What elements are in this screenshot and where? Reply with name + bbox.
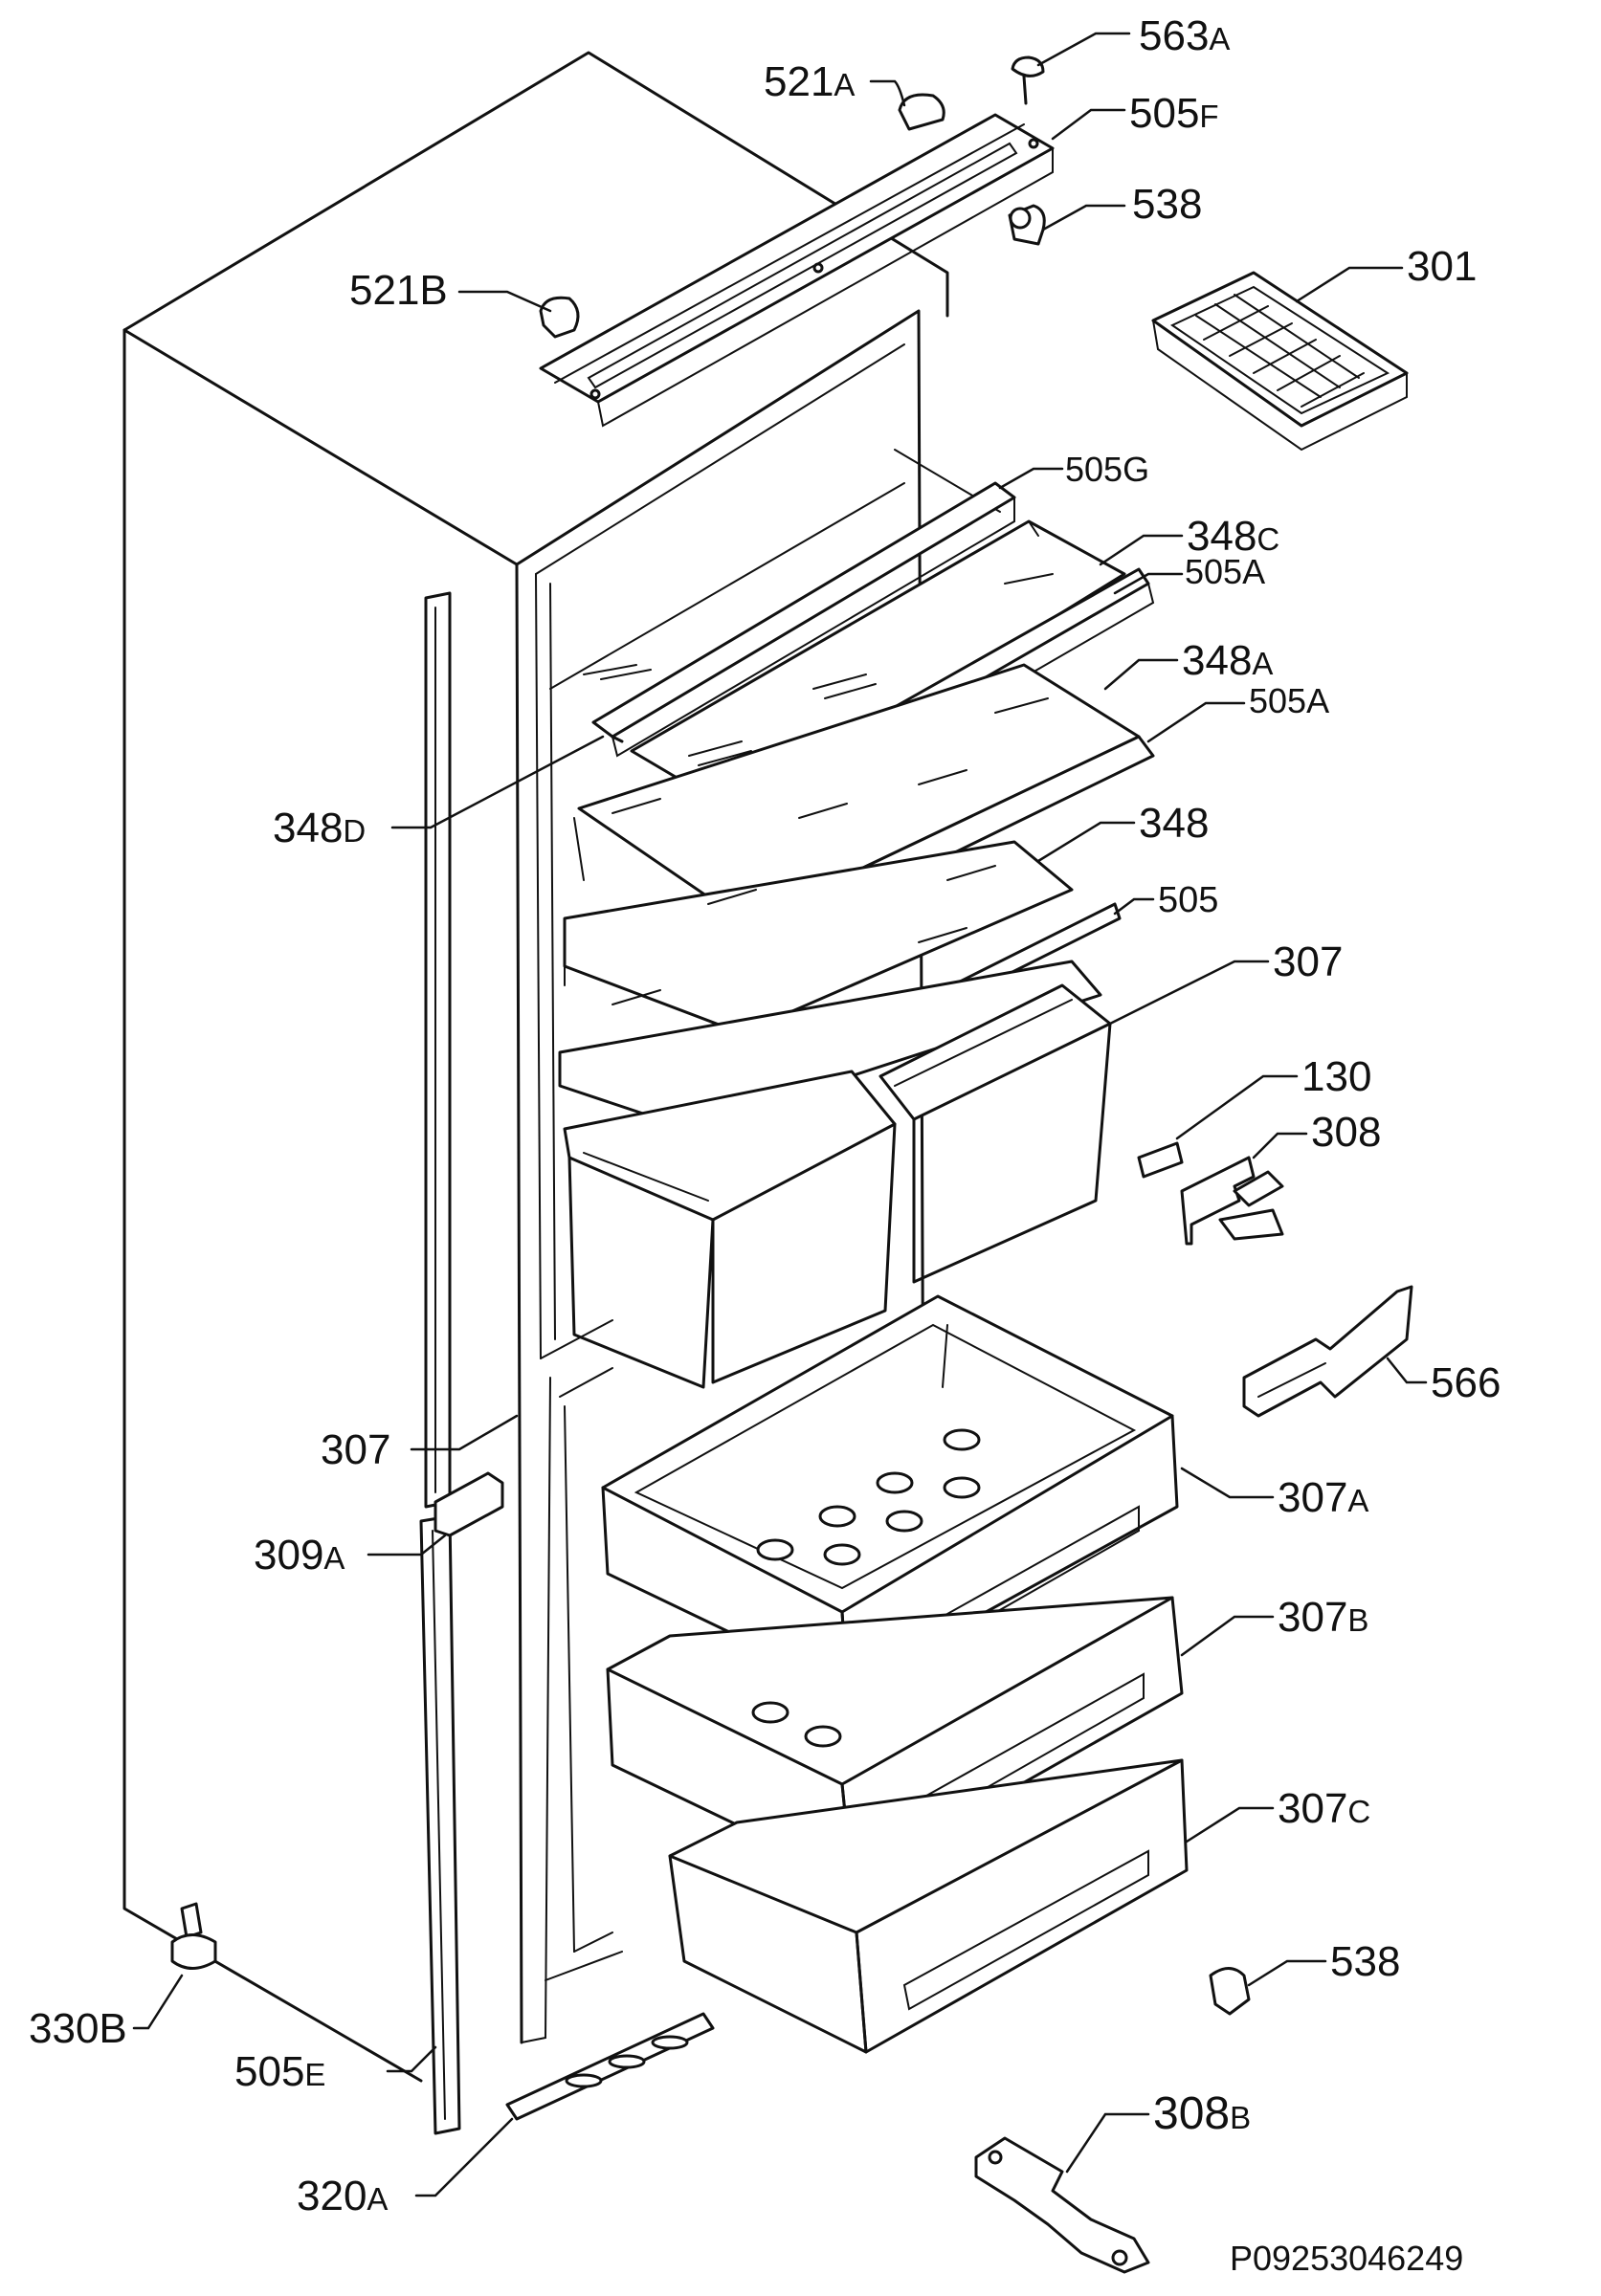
label-538-bottom: 538 [1330, 1938, 1400, 1985]
label-348: 348 [1139, 800, 1209, 847]
small-hardware [170, 1141, 1413, 2274]
label-505f: 505F [1129, 90, 1219, 137]
label-348c: 348C [1187, 513, 1279, 560]
label-307b: 307B [1278, 1594, 1368, 1641]
label-521a: 521A [764, 58, 855, 105]
label-307-top: 307 [1273, 938, 1343, 985]
label-521b: 521B [349, 267, 448, 314]
label-348a: 348A [1182, 637, 1273, 684]
crisper-drawers [558, 960, 1112, 1389]
ice-tray [1151, 271, 1409, 452]
label-330b: 330B [29, 2005, 127, 2052]
label-307c: 307C [1278, 1785, 1370, 1832]
leader-lines [132, 32, 1428, 2197]
label-538-top: 538 [1132, 181, 1202, 228]
label-307a: 307A [1278, 1474, 1368, 1521]
glass-shelves [549, 481, 1155, 1126]
label-307-left: 307 [321, 1426, 390, 1473]
document-id: P09253046249 [1230, 2239, 1463, 2278]
top-rail [539, 113, 1055, 428]
top-fasteners [539, 55, 1046, 339]
label-505e: 505E [234, 2048, 325, 2095]
freezer-drawer-top [601, 1294, 1179, 1690]
label-505g: 505G [1065, 450, 1149, 489]
freezer-drawer-bottom [668, 1758, 1189, 2054]
label-301: 301 [1407, 243, 1477, 290]
label-563a: 563A [1139, 12, 1230, 59]
label-348d: 348D [273, 805, 366, 851]
door-gasket [419, 591, 461, 2135]
part-labels: 563A 521A 505F 538 521B 301 505G 348C 50… [29, 12, 1501, 2278]
label-308b: 308B [1153, 2088, 1251, 2139]
label-505a-2: 505A [1249, 681, 1329, 720]
label-308: 308 [1311, 1109, 1381, 1156]
label-505: 505 [1158, 880, 1218, 920]
label-505a-1: 505A [1185, 552, 1265, 591]
label-309a: 309A [254, 1532, 345, 1578]
label-130: 130 [1301, 1053, 1371, 1100]
label-320a: 320A [297, 2173, 388, 2219]
label-566: 566 [1431, 1359, 1501, 1406]
